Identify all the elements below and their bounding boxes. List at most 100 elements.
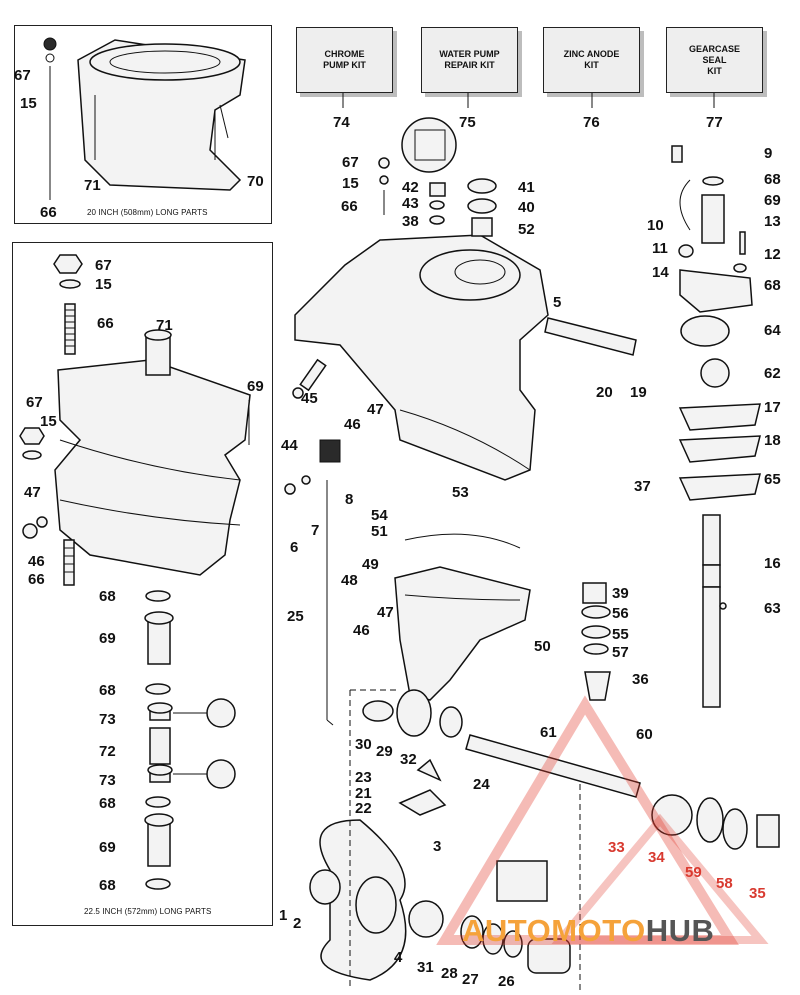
small-hardware-67-15-66 <box>378 157 390 215</box>
small-parts-6-7 <box>284 475 311 495</box>
gears-30-29-32 <box>362 689 463 738</box>
label-main-31: 31 <box>417 959 434 976</box>
label-main-41: 41 <box>518 179 535 196</box>
kit-number-77: 77 <box>706 114 723 131</box>
label-main-8: 8 <box>345 491 353 508</box>
label-main-48: 48 <box>341 572 358 589</box>
shift-rod-25[interactable] <box>326 480 334 726</box>
exhaust-housing-22[interactable] <box>54 329 251 576</box>
label-20-70: 70 <box>247 173 264 190</box>
label-main-22: 22 <box>355 800 372 817</box>
label-22-15: 15 <box>95 276 112 293</box>
label-main-1: 1 <box>279 907 287 924</box>
label-main-4: 4 <box>394 949 403 966</box>
stack-39-56-55-57-36 <box>581 582 611 701</box>
label-22-73: 73 <box>99 711 116 728</box>
seals-42-43-38 <box>429 182 446 225</box>
label-22-66: 66 <box>97 315 114 332</box>
label-main-47: 47 <box>367 401 384 418</box>
label-right-69: 69 <box>764 192 781 209</box>
shift-connector-8 <box>319 439 341 463</box>
driveshaft-16[interactable] <box>702 514 727 708</box>
label-22-69: 69 <box>99 839 116 856</box>
label-22-67: 67 <box>95 257 112 274</box>
kit-gearcase-seal-label: GEARCASE SEAL KIT <box>688 43 740 76</box>
screw-70-20 <box>219 104 229 139</box>
label-main-60: 60 <box>636 726 653 743</box>
lower-gearcase-37[interactable] <box>394 566 531 701</box>
label-main-6: 6 <box>290 539 298 556</box>
label-22-73: 73 <box>99 772 116 789</box>
seal-detail-icons-22 <box>173 698 236 789</box>
label-main-67: 67 <box>342 154 359 171</box>
label-right-11: 11 <box>652 240 668 257</box>
label-main-43: 43 <box>402 195 419 212</box>
label-right-9: 9 <box>764 145 772 162</box>
pins-44-45 <box>292 358 327 399</box>
label-22-68: 68 <box>99 588 116 605</box>
label-main-29: 29 <box>376 743 393 760</box>
label-right-17: 17 <box>764 399 781 416</box>
label-main-27: 27 <box>462 971 479 988</box>
propeller-3[interactable] <box>309 819 407 981</box>
tube-stack-22 <box>144 590 174 890</box>
label-main-5: 5 <box>553 294 561 311</box>
label-main-23: 23 <box>355 769 372 786</box>
label-main-3: 3 <box>433 838 441 855</box>
kit-gearcase-seal[interactable]: GEARCASE SEAL KIT <box>666 27 763 93</box>
label-main-42: 42 <box>402 179 419 196</box>
label-main-44: 44 <box>281 437 298 454</box>
gear-housing-upper[interactable] <box>294 234 549 481</box>
label-right-63: 63 <box>764 600 781 617</box>
label-right-68: 68 <box>764 277 781 294</box>
prop-hardware-4-31-28-27-26 <box>408 900 571 974</box>
label-20-15: 15 <box>20 95 37 112</box>
label-22-71: 71 <box>156 317 173 334</box>
exhaust-housing-20[interactable] <box>77 39 246 191</box>
label-main-49: 49 <box>362 556 379 573</box>
label-main-53: 53 <box>452 484 469 501</box>
propeller-shaft-33[interactable] <box>465 734 641 798</box>
label-20-71: 71 <box>84 177 101 194</box>
inset-20-caption: 20 INCH (508mm) LONG PARTS <box>87 208 208 217</box>
label-highlight-58: 58 <box>716 875 733 892</box>
stud-66-20 <box>43 37 57 200</box>
label-highlight-59: 59 <box>685 864 702 881</box>
kit-zinc-anode[interactable]: ZINC ANODE KIT <box>543 27 640 93</box>
label-main-45: 45 <box>301 390 318 407</box>
label-highlight-33: 33 <box>608 839 625 856</box>
label-main-50: 50 <box>534 638 551 655</box>
label-22-72: 72 <box>99 743 116 760</box>
label-main-20: 20 <box>596 384 613 401</box>
kit-chrome-pump[interactable]: CHROME PUMP KIT <box>296 27 393 93</box>
label-main-57: 57 <box>612 644 629 661</box>
kit-water-pump-repair[interactable]: WATER PUMP REPAIR KIT <box>421 27 518 93</box>
label-22-69: 69 <box>99 630 116 647</box>
label-22-15: 15 <box>40 413 57 430</box>
nut-67-22 <box>53 254 83 289</box>
water-tube-grommet-icon <box>401 117 457 173</box>
kit-chrome-pump-label: CHROME PUMP KIT <box>323 49 366 70</box>
label-main-26: 26 <box>498 973 515 990</box>
label-main-15: 15 <box>342 175 359 192</box>
label-highlight-35: 35 <box>749 885 766 902</box>
label-main-47: 47 <box>377 604 394 621</box>
label-main-39: 39 <box>612 585 629 602</box>
label-main-38: 38 <box>402 213 419 230</box>
label-22-46: 46 <box>28 553 45 570</box>
stud-66-22 <box>64 303 76 355</box>
label-22-69: 69 <box>247 378 264 395</box>
clutch-lever-21-24 <box>398 758 447 816</box>
watermark-brand: AUTOMOTOHUB <box>462 913 714 949</box>
label-22-68: 68 <box>99 682 116 699</box>
label-main-28: 28 <box>441 965 458 982</box>
seal-band-54 <box>404 533 521 549</box>
watermark-brand-right: HUB <box>645 913 715 948</box>
label-main-52: 52 <box>518 221 535 238</box>
label-right-12: 12 <box>764 246 781 263</box>
kit-water-pump-repair-label: WATER PUMP REPAIR KIT <box>439 49 500 70</box>
label-right-64: 64 <box>764 322 781 339</box>
label-main-46: 46 <box>353 622 370 639</box>
gear-34-bearing-35 <box>651 794 780 850</box>
seal-detail-icon-prop <box>496 860 548 902</box>
